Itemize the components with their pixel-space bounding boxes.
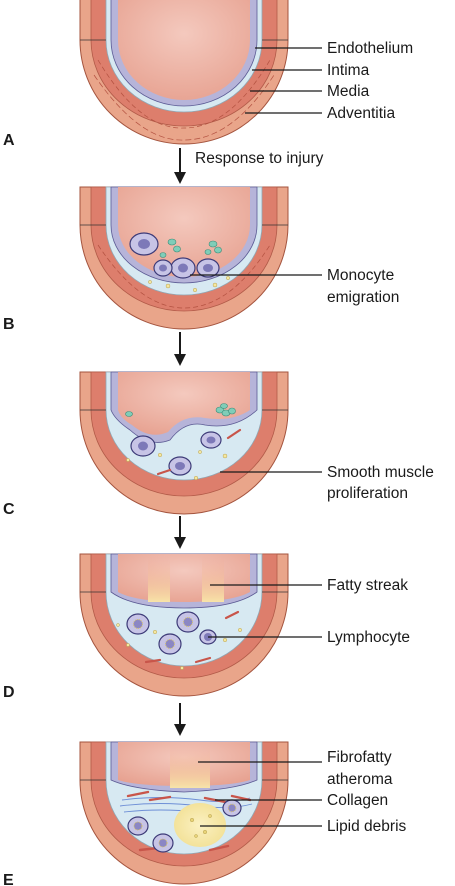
label-lipid-debris: Lipid debris <box>327 818 407 835</box>
monocyte-cell <box>130 435 156 457</box>
arrow-caption: Response to injury <box>195 150 324 167</box>
foam-cell <box>158 633 182 655</box>
label-adventitia: Adventitia <box>327 105 395 122</box>
monocyte-cell <box>200 431 222 449</box>
monocyte-cell <box>196 258 220 278</box>
smooth-muscle-cells <box>156 428 242 476</box>
atheroma-cap <box>170 744 210 788</box>
monocyte-cell <box>168 456 192 476</box>
label-fatty-streak: Fatty streak <box>327 577 408 594</box>
platelet-cluster <box>159 238 222 258</box>
label-monocyte-line2: emigration <box>327 289 399 306</box>
foam-cell <box>127 816 149 836</box>
stage-letter-a: A <box>3 132 15 149</box>
label-fibrofatty-line1: Fibrofatty <box>327 749 392 766</box>
label-intima: Intima <box>327 62 370 79</box>
fatty-streak <box>148 556 170 602</box>
monocyte-cell <box>170 257 196 279</box>
stage-arrows <box>174 148 186 736</box>
smooth-muscle-cells <box>144 610 240 664</box>
stage-letter-d: D <box>3 684 15 701</box>
panel-b <box>79 186 289 330</box>
label-lymphocyte: Lymphocyte <box>327 629 410 646</box>
foam-cell <box>126 613 150 635</box>
label-fibrofatty-line2: atheroma <box>327 771 393 788</box>
panel-a <box>79 0 289 145</box>
lipid-core <box>174 803 226 847</box>
foam-cell <box>152 833 174 853</box>
panel-c <box>79 371 289 515</box>
label-media: Media <box>327 83 370 100</box>
leader-lines <box>190 47 322 827</box>
platelet-cluster <box>125 403 236 417</box>
monocyte-cell <box>129 232 159 256</box>
foam-cell <box>176 611 200 633</box>
stage-letter-c: C <box>3 501 15 518</box>
label-collagen: Collagen <box>327 792 388 809</box>
label-smooth-muscle-line1: Smooth muscle <box>327 464 434 481</box>
stage-letter-e: E <box>3 872 14 886</box>
lumen <box>118 0 250 100</box>
panel-e <box>79 741 289 885</box>
panel-d <box>79 553 289 697</box>
label-smooth-muscle-line2: proliferation <box>327 485 408 502</box>
stage-letter-b: B <box>3 316 15 333</box>
label-monocyte-line1: Monocyte <box>327 267 394 284</box>
monocyte-cell <box>153 259 173 277</box>
label-endothelium: Endothelium <box>327 40 413 57</box>
foam-cell <box>222 799 242 817</box>
